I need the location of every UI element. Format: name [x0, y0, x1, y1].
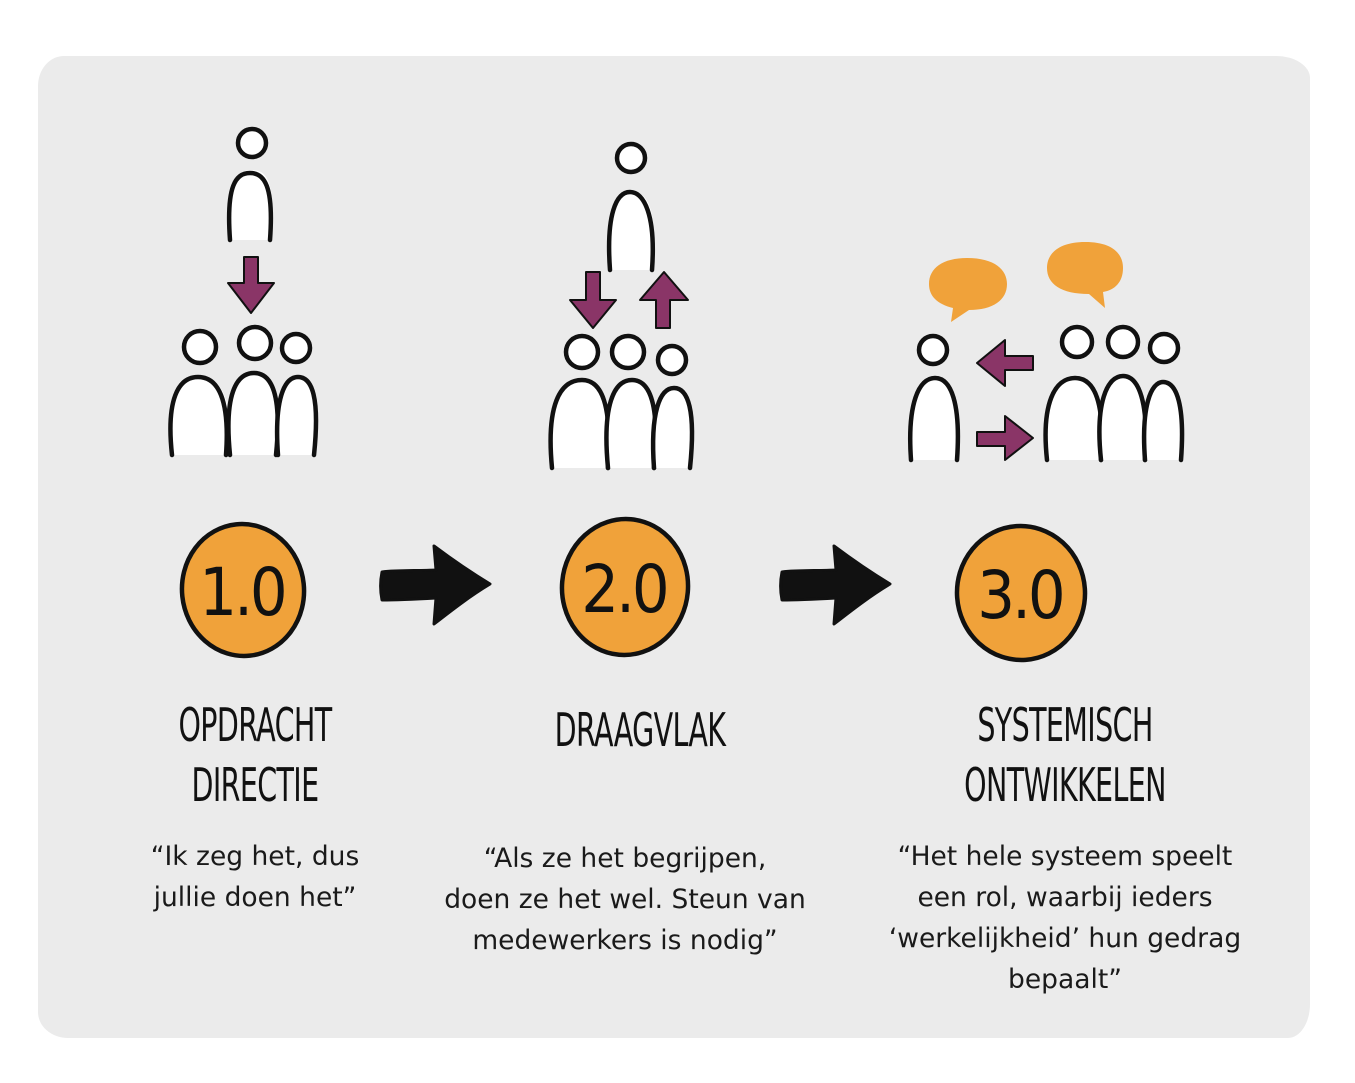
stage-2-illustration [548, 141, 695, 471]
stage-2-quote-line3: medewerkers is nodig” [472, 925, 778, 956]
stage-1-title-line1: OPDRACHT [178, 698, 332, 752]
arrow-right-icon [976, 415, 1034, 461]
stage-1-quote-line1: “Ik zeg het, dus [150, 841, 360, 872]
arrow-down-icon [227, 256, 275, 314]
stage-2-quote-line2: doen ze het wel. Steun van [444, 884, 806, 915]
stage-3-title-line1: SYSTEMISCH [977, 698, 1153, 752]
group-icon [548, 333, 695, 471]
speech-bubble-icon [929, 258, 1007, 322]
stage-3-quote-line3: ‘werkelijkheid’ hun gedrag [888, 923, 1242, 954]
stage-3-illustration [908, 242, 1185, 463]
flow-arrow-icon [779, 544, 892, 626]
stage-2-title: DRAAGVLAK [541, 700, 739, 760]
stage-3-quote: “Het hele systeem speelt een rol, waarbi… [855, 836, 1275, 1000]
stage-1-illustration [168, 126, 319, 458]
arrow-left-icon [976, 339, 1034, 387]
group-icon [168, 324, 319, 458]
leader-person-icon [606, 141, 655, 273]
stage-1-quote-line2: jullie doen het” [153, 882, 357, 913]
stage-3-title: SYSTEMISCH ONTWIKKELEN [960, 695, 1171, 815]
flow-arrow-icon [379, 544, 492, 626]
stage-3-badge: 3.0 [954, 523, 1088, 663]
speech-bubble-icon [1047, 242, 1123, 308]
stage-2-number: 2.0 [581, 551, 666, 628]
stage-1-title-line2: DIRECTIE [191, 758, 319, 812]
stage-3-number: 3.0 [977, 557, 1062, 634]
group-icon [1043, 324, 1185, 463]
stage-3-quote-line2: een rol, waarbij ieders [917, 882, 1213, 913]
leader-person-icon [226, 126, 274, 243]
arrow-down-icon [569, 271, 617, 329]
stage-2-badge: 2.0 [559, 516, 691, 658]
stage-2-quote-line1: “Als ze het begrijpen, [483, 843, 767, 874]
stage-3-title-line2: ONTWIKKELEN [964, 758, 1166, 812]
stage-1-title: OPDRACHT DIRECTIE [162, 695, 348, 815]
stage-1-quote: “Ik zeg het, dus jullie doen het” [105, 836, 405, 918]
stage-2-title-line1: DRAAGVLAK [554, 703, 726, 757]
stage-1-number: 1.0 [199, 554, 284, 631]
stage-3-quote-line4: bepaalt” [1008, 964, 1122, 995]
stage-3-quote-line1: “Het hele systeem speelt [897, 841, 1233, 872]
stage-1-badge: 1.0 [179, 521, 307, 659]
person-icon [908, 333, 961, 463]
stage-2-quote: “Als ze het begrijpen, doen ze het wel. … [420, 838, 830, 961]
arrow-up-icon [639, 271, 689, 329]
